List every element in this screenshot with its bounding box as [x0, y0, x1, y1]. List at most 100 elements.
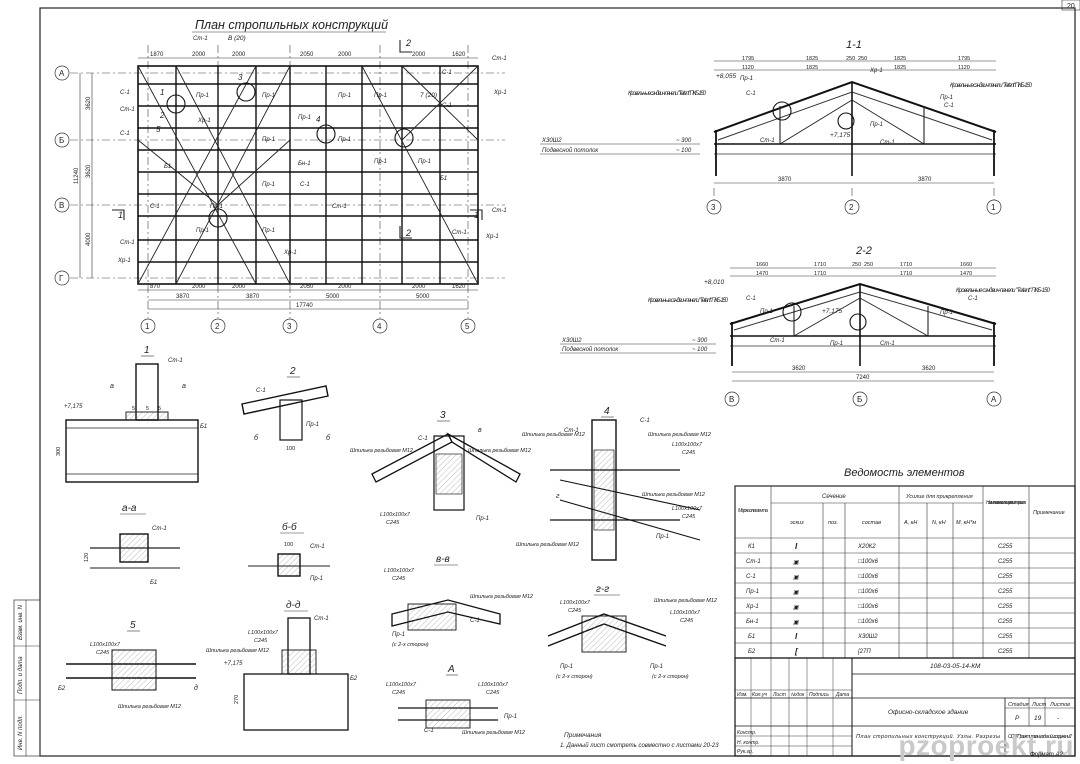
svg-text:в: в	[478, 427, 482, 434]
elements-table: Ведомость элементов Сечение Усилие для п…	[734, 467, 1076, 659]
svg-text:Шпилька резьбовая М12: Шпилька резьбовая М12	[648, 432, 711, 438]
svg-text:а: а	[182, 383, 186, 390]
svg-text:Б: Б	[857, 395, 862, 404]
table-row: Ст-1 ▣ □100х6 С255	[746, 559, 1013, 566]
svg-text:L100x100x7: L100x100x7	[478, 682, 509, 688]
svg-text:L100x100x7: L100x100x7	[248, 630, 279, 636]
svg-text:С255: С255	[998, 604, 1013, 610]
svg-text:Примечание: Примечание	[1033, 510, 1065, 516]
svg-text:г-г: г-г	[596, 584, 609, 595]
svg-text:Дата: Дата	[835, 692, 849, 698]
svg-text:С245: С245	[568, 608, 582, 614]
svg-text:С245: С245	[254, 638, 268, 644]
svg-text:Шпилька резьбовая М12: Шпилька резьбовая М12	[350, 448, 413, 454]
svg-text:5: 5	[130, 620, 136, 631]
svg-text:Примечания: Примечания	[564, 732, 602, 739]
svg-text:Шпилька резьбовая М12: Шпилька резьбовая М12	[470, 594, 533, 600]
corner-sheet-number: 20	[1067, 3, 1075, 10]
svg-text:Пр-1: Пр-1	[504, 714, 517, 720]
svg-text:В: В	[729, 395, 734, 404]
svg-text:А, кН: А, кН	[903, 520, 917, 526]
svg-text:1660: 1660	[960, 262, 972, 268]
svg-text:L100x100x7: L100x100x7	[380, 512, 411, 518]
svg-text:2050: 2050	[300, 284, 314, 290]
svg-text:1870: 1870	[150, 52, 164, 58]
svg-text:~ 300: ~ 300	[692, 338, 708, 344]
svg-text:1620: 1620	[452, 52, 466, 58]
detail-4: 4 Шпилька резьбовая М12 Шпилька резьбова…	[516, 406, 711, 561]
svg-text:+7,175: +7,175	[224, 661, 243, 667]
svg-text:Кровельные сэндвич-панели "Ter: Кровельные сэндвич-панели "Terlant" ПКБ-…	[648, 298, 729, 304]
svg-text:Подвесной потолок: Подвесной потолок	[542, 147, 599, 154]
section-1-1: 1-1 1795 1825 250 250 1825 1795 1120 182…	[540, 39, 1033, 215]
svg-text:Ст-1: Ст-1	[746, 559, 761, 565]
svg-text:Шпилька резьбовая М12: Шпилька резьбовая М12	[654, 598, 717, 604]
svg-text:Пр-1: Пр-1	[210, 204, 223, 210]
svg-text:+8,055: +8,055	[716, 73, 736, 80]
plan-row-axes: А Б В Г	[54, 65, 70, 286]
svg-text:а-а: а-а	[122, 503, 137, 514]
svg-text:1710: 1710	[900, 262, 912, 268]
svg-text:2000: 2000	[232, 52, 246, 58]
svg-text:~ 100: ~ 100	[692, 347, 708, 353]
svg-text:(с 2-х сторон): (с 2-х сторон)	[652, 674, 689, 680]
svg-text:Пр-1: Пр-1	[746, 589, 759, 595]
svg-text:Ст-1: Ст-1	[310, 544, 325, 550]
svg-text:С255: С255	[998, 574, 1013, 580]
svg-text:270: 270	[234, 695, 240, 704]
svg-text:□100х6: □100х6	[858, 619, 879, 625]
svg-text:250: 250	[858, 56, 867, 62]
stamp-inv-orig: Инв. N подл.	[18, 715, 24, 750]
svg-text:(с 2-х сторон): (с 2-х сторон)	[392, 642, 429, 648]
svg-text:2000: 2000	[192, 284, 206, 290]
svg-text:б: б	[326, 434, 331, 442]
sheet-name: План стропильных конструкций. Узлы. Разр…	[856, 733, 1000, 740]
svg-text:С255: С255	[998, 634, 1013, 640]
svg-text:17740: 17740	[296, 303, 313, 309]
svg-text:Ст-1: Ст-1	[492, 56, 507, 62]
elements-rows: К1 I Х20К2 С255 Ст-1 ▣ □100х6 С255 С-1 ▣…	[745, 542, 1013, 656]
svg-text:Б1: Б1	[164, 164, 171, 170]
svg-text:1710: 1710	[814, 271, 826, 277]
svg-text:▣: ▣	[793, 590, 800, 596]
svg-text:Х30Ш2: Х30Ш2	[541, 138, 562, 144]
svg-text:Ст-1: Ст-1	[492, 208, 507, 214]
svg-text:+7,175: +7,175	[830, 132, 850, 139]
svg-text:Ст-1: Ст-1	[452, 230, 467, 236]
svg-text:3870: 3870	[918, 177, 932, 183]
svg-text:1795: 1795	[742, 56, 754, 62]
svg-text:Пр-1: Пр-1	[338, 93, 351, 99]
svg-text:(с 2-х сторон): (с 2-х сторон)	[556, 674, 593, 680]
svg-text:▣: ▣	[793, 605, 800, 611]
svg-text:С-1: С-1	[424, 728, 434, 734]
svg-text:Х20К2: Х20К2	[857, 544, 876, 550]
svg-text:5000: 5000	[326, 294, 340, 300]
svg-text:3620: 3620	[86, 164, 92, 178]
svg-text:4: 4	[316, 115, 321, 124]
svg-text:5000: 5000	[416, 294, 430, 300]
svg-text:1825: 1825	[894, 56, 906, 62]
svg-text:4000: 4000	[86, 232, 92, 246]
svg-text:Пр-1: Пр-1	[656, 534, 669, 540]
svg-text:2000: 2000	[338, 284, 352, 290]
svg-text:Ст-1: Ст-1	[168, 358, 183, 364]
stamp-sign-date: Подп. и дата	[18, 656, 24, 694]
svg-text:поз.: поз.	[828, 520, 838, 526]
svg-text:Бн-1: Бн-1	[298, 161, 311, 167]
svg-text:Кровельные сэндвич-панели "Ter: Кровельные сэндвич-панели "Terlant" ПКБ-…	[950, 83, 1033, 89]
svg-text:С245: С245	[392, 576, 406, 582]
svg-text:□100х6: □100х6	[858, 604, 879, 610]
svg-text:1825: 1825	[894, 65, 906, 71]
svg-text:С255: С255	[998, 619, 1013, 625]
svg-text:2: 2	[215, 322, 220, 331]
svg-text:Г: Г	[59, 274, 64, 283]
svg-text:+7,175: +7,175	[64, 404, 83, 410]
svg-text:К1: К1	[748, 544, 755, 550]
svg-text:Пр-1: Пр-1	[262, 182, 275, 188]
svg-text:▣: ▣	[793, 560, 800, 566]
svg-text:5: 5	[146, 406, 149, 412]
detail-vv: в-в L100x100x7 С245 Шпилька резьбовая М1…	[384, 554, 533, 648]
svg-text:С-1: С-1	[746, 574, 756, 580]
svg-text:С245: С245	[680, 618, 694, 624]
svg-text:Пр-1: Пр-1	[740, 76, 753, 82]
